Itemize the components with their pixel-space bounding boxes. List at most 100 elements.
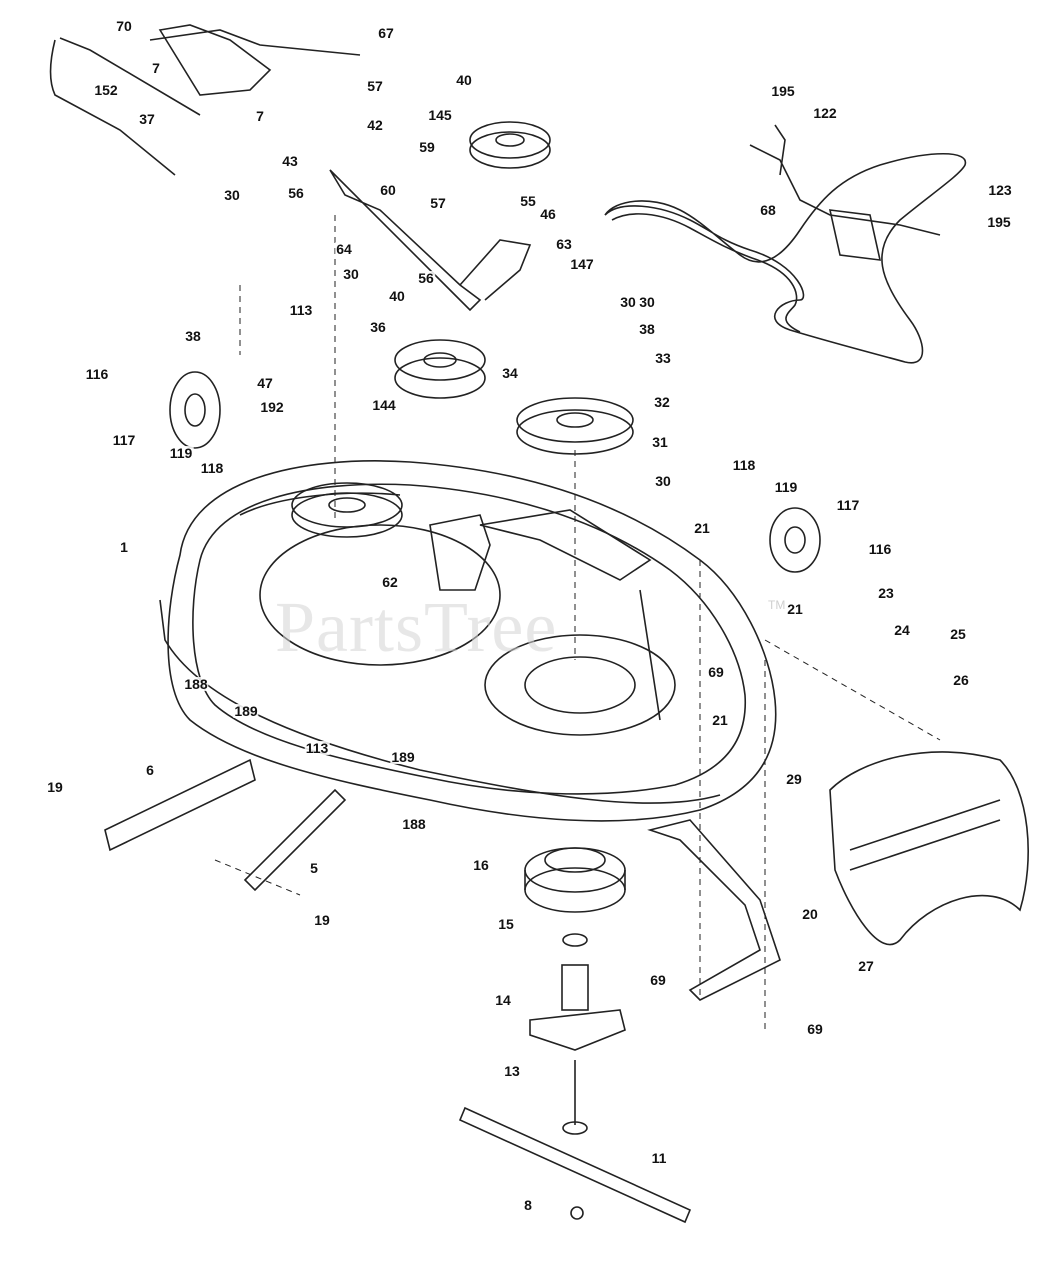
part-label: 30 (619, 294, 637, 310)
part-label: 147 (569, 256, 595, 272)
part-label: 7 (151, 60, 161, 76)
drive-belt (604, 153, 967, 364)
part-label: 40 (455, 72, 473, 88)
part-label: 69 (707, 664, 725, 680)
watermark: PartsTree (275, 587, 558, 667)
stabilizer-bracket (647, 819, 781, 1001)
part-label: 57 (366, 78, 384, 94)
part-label: 56 (287, 185, 305, 201)
part-label: 8 (523, 1197, 533, 1213)
part-label: 32 (653, 394, 671, 410)
part-label: 40 (388, 288, 406, 304)
part-label: 119 (168, 445, 194, 461)
part-label: 123 (987, 182, 1013, 198)
part-label: 57 (429, 195, 447, 211)
blade-nut-8 (570, 1206, 584, 1220)
part-label: 31 (651, 434, 669, 450)
part-label: 145 (427, 107, 453, 123)
part-label: 30 (223, 187, 241, 203)
idler-arm (329, 169, 532, 312)
part-label: 188 (401, 816, 427, 832)
part-label: 144 (371, 397, 397, 413)
bearing-15 (562, 933, 588, 947)
part-label: 15 (497, 916, 515, 932)
spindle-pulley-32 (516, 397, 634, 455)
part-label: 21 (693, 520, 711, 536)
spindle-housing-16 (524, 847, 626, 913)
part-label: 188 (183, 676, 209, 692)
part-label: 43 (281, 153, 299, 169)
deck-hanger-6 (104, 758, 256, 852)
part-label: 152 (93, 82, 119, 98)
idler-pulley-36 (394, 339, 486, 399)
part-label: 1 (119, 539, 129, 555)
part-label: 122 (812, 105, 838, 121)
part-label: 6 (145, 762, 155, 778)
part-label: 29 (785, 771, 803, 787)
deck-bracket (429, 514, 491, 591)
part-label: 59 (418, 139, 436, 155)
part-label: 34 (501, 365, 519, 381)
part-label: 69 (806, 1021, 824, 1037)
part-label: 70 (115, 18, 133, 34)
belt-guide-rod-assembly (749, 124, 941, 261)
part-label: 5 (309, 860, 319, 876)
part-label: 55 (519, 193, 537, 209)
part-label: 113 (288, 302, 314, 318)
part-label: 11 (650, 1150, 668, 1166)
part-label: 30 (342, 266, 360, 282)
part-label: 62 (381, 574, 399, 590)
part-label: 56 (417, 270, 435, 286)
gauge-wheel-left (169, 371, 221, 449)
part-label: 16 (472, 857, 490, 873)
part-label: 118 (731, 457, 757, 473)
part-label: 37 (138, 111, 156, 127)
part-label: 189 (233, 703, 259, 719)
part-label: 60 (379, 182, 397, 198)
part-label: 189 (390, 749, 416, 765)
watermark-trademark: TM (768, 598, 786, 612)
part-label: 67 (377, 25, 395, 41)
part-label: 117 (835, 497, 861, 513)
part-label: 21 (711, 712, 729, 728)
deck-hanger-5 (243, 788, 347, 892)
deck-spindle-pulley (291, 482, 403, 538)
part-label: 68 (759, 202, 777, 218)
part-label: 30 (654, 473, 672, 489)
part-label: 117 (111, 432, 137, 448)
part-label: 27 (857, 958, 875, 974)
part-label: 118 (199, 460, 225, 476)
part-label: 64 (335, 241, 353, 257)
engagement-rod (49, 24, 361, 176)
part-label: 195 (770, 83, 796, 99)
part-label: 42 (366, 117, 384, 133)
part-label: 38 (184, 328, 202, 344)
part-label: 14 (494, 992, 512, 1008)
part-label: 23 (877, 585, 895, 601)
part-label: 19 (46, 779, 64, 795)
part-label: 38 (638, 321, 656, 337)
part-label: 192 (259, 399, 285, 415)
idler-pulley-145 (469, 121, 551, 169)
spindle-assembly-14 (529, 964, 626, 1051)
part-label: 20 (801, 906, 819, 922)
part-label: 21 (786, 601, 804, 617)
part-label: 119 (773, 479, 799, 495)
part-label: 195 (986, 214, 1012, 230)
part-label: 116 (867, 541, 893, 557)
part-label: 46 (539, 206, 557, 222)
gauge-wheel-right (769, 507, 821, 573)
part-label: 26 (952, 672, 970, 688)
part-label: 116 (84, 366, 110, 382)
part-label: 113 (304, 740, 330, 756)
part-label: 30 (638, 294, 656, 310)
discharge-chute (829, 751, 1029, 946)
part-label: 47 (256, 375, 274, 391)
mower-blade-11 (458, 1106, 692, 1224)
part-label: 13 (503, 1063, 521, 1079)
part-label: 69 (649, 972, 667, 988)
part-label: 33 (654, 350, 672, 366)
part-label: 63 (555, 236, 573, 252)
